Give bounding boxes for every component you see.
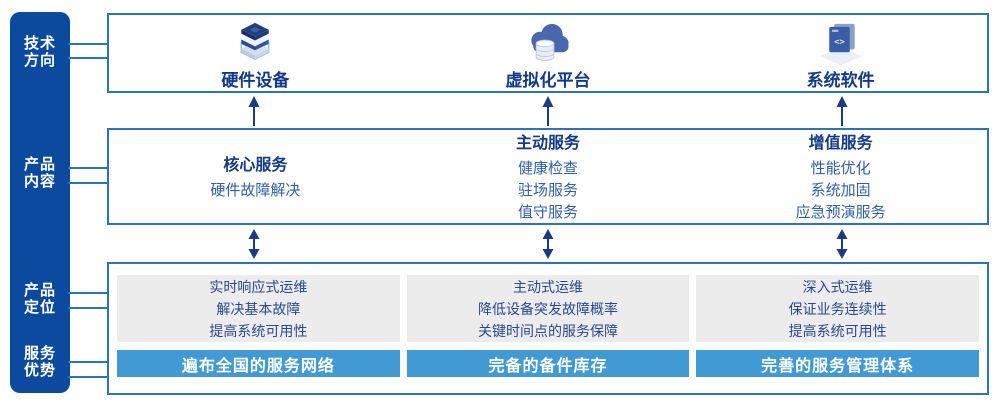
category-sidebar: 技术 方向 产品 内容 产品 定位 服务 优势 <box>10 12 70 393</box>
positioning-card: 实时响应式运维 解决基本故障 提高系统可用性 <box>117 275 400 342</box>
connector-line <box>68 167 109 169</box>
up-arrow-icon <box>836 96 848 126</box>
positioning-column-proactive: 主动式运维 降低设备突发故障概率 关键时间点的服务保障 完备的备件库存 <box>406 275 690 377</box>
advantage-bar: 完备的备件库存 <box>406 350 690 377</box>
service-heading: 核心服务 <box>223 157 288 174</box>
advantage-bar: 完善的服务管理体系 <box>696 350 980 377</box>
tech-item-system-software: <> 系统软件 <box>694 15 987 91</box>
service-item: 性能优化 <box>810 160 871 177</box>
connector-line <box>68 307 109 309</box>
tech-item-label: 硬件设备 <box>221 71 290 90</box>
connector-line <box>68 182 109 184</box>
double-arrow-icon <box>836 229 848 259</box>
connector-line <box>68 57 109 59</box>
tech-item-hardware: 硬件设备 <box>109 15 402 91</box>
sidebar-label-line: 方向 <box>23 52 56 69</box>
positioning-line: 深入式运维 <box>802 278 873 295</box>
tech-item-virtualization: 虚拟化平台 <box>402 15 695 91</box>
sidebar-label-line: 内容 <box>23 173 56 190</box>
positioning-card: 主动式运维 降低设备突发故障概率 关键时间点的服务保障 <box>406 275 690 342</box>
service-item: 驻场服务 <box>518 182 579 199</box>
cloud-database-icon <box>531 23 569 61</box>
double-arrow-icon <box>248 229 260 259</box>
advantage-bar: 遍布全国的服务网络 <box>117 350 400 377</box>
svg-text:<>: <> <box>834 37 845 47</box>
positioning-line: 提高系统可用性 <box>788 322 887 339</box>
tech-item-label: 虚拟化平台 <box>505 71 591 90</box>
service-heading: 增值服务 <box>808 135 873 152</box>
tech-item-label: 系统软件 <box>806 71 875 90</box>
service-item: 应急预演服务 <box>795 204 886 221</box>
sidebar-label-line: 产品 <box>23 282 56 299</box>
tech-direction-box: 硬件设备 虚拟化平台 <> 系统软件 <box>107 13 989 93</box>
positioning-line: 解决基本故障 <box>216 300 301 317</box>
service-item: 健康检查 <box>518 160 579 177</box>
positioning-card: 深入式运维 保证业务连续性 提高系统可用性 <box>696 275 980 342</box>
service-heading: 主动服务 <box>516 135 581 152</box>
service-column-proactive: 主动服务 健康检查 驻场服务 值守服务 <box>402 130 695 223</box>
positioning-line: 降低设备突发故障概率 <box>478 300 618 317</box>
connector-line <box>68 361 109 363</box>
sidebar-label-product-content: 产品 内容 <box>10 156 70 190</box>
up-arrow-icon <box>248 96 260 126</box>
positioning-line: 提高系统可用性 <box>209 322 308 339</box>
positioning-line: 关键时间点的服务保障 <box>478 322 618 339</box>
positioning-column-deep: 深入式运维 保证业务连续性 提高系统可用性 完善的服务管理体系 <box>696 275 980 377</box>
up-arrow-icon <box>542 96 554 126</box>
sidebar-label-line: 技术 <box>23 35 56 52</box>
sidebar-label-product-positioning: 产品 定位 <box>10 282 70 316</box>
sidebar-label-service-advantage: 服务 优势 <box>10 345 70 379</box>
sidebar-label-line: 服务 <box>23 345 56 362</box>
service-column-core: 核心服务 硬件故障解决 <box>109 130 402 223</box>
positioning-line: 保证业务连续性 <box>788 300 887 317</box>
product-content-box: 核心服务 硬件故障解决 主动服务 健康检查 驻场服务 值守服务 增值服务 性能优… <box>107 128 989 225</box>
product-positioning-box: 实时响应式运维 解决基本故障 提高系统可用性 遍布全国的服务网络 主动式运维 降… <box>107 262 989 395</box>
connector-line <box>68 292 109 294</box>
positioning-line: 实时响应式运维 <box>209 278 308 295</box>
connector-line <box>68 43 109 45</box>
service-item: 值守服务 <box>518 204 579 221</box>
sidebar-label-line: 定位 <box>23 299 56 316</box>
server-stack-icon <box>240 22 270 61</box>
service-item: 系统加固 <box>810 182 871 199</box>
double-arrow-icon <box>542 229 554 259</box>
service-column-value-added: 增值服务 性能优化 系统加固 应急预演服务 <box>694 130 987 223</box>
sidebar-label-tech-direction: 技术 方向 <box>10 35 70 69</box>
positioning-column-realtime: 实时响应式运维 解决基本故障 提高系统可用性 遍布全国的服务网络 <box>117 275 400 377</box>
sidebar-label-line: 优势 <box>23 362 56 379</box>
sidebar-label-line: 产品 <box>23 156 56 173</box>
code-window-icon: <> <box>819 23 863 65</box>
connector-line <box>68 376 109 378</box>
positioning-line: 主动式运维 <box>513 278 583 295</box>
service-item: 硬件故障解决 <box>210 182 301 199</box>
